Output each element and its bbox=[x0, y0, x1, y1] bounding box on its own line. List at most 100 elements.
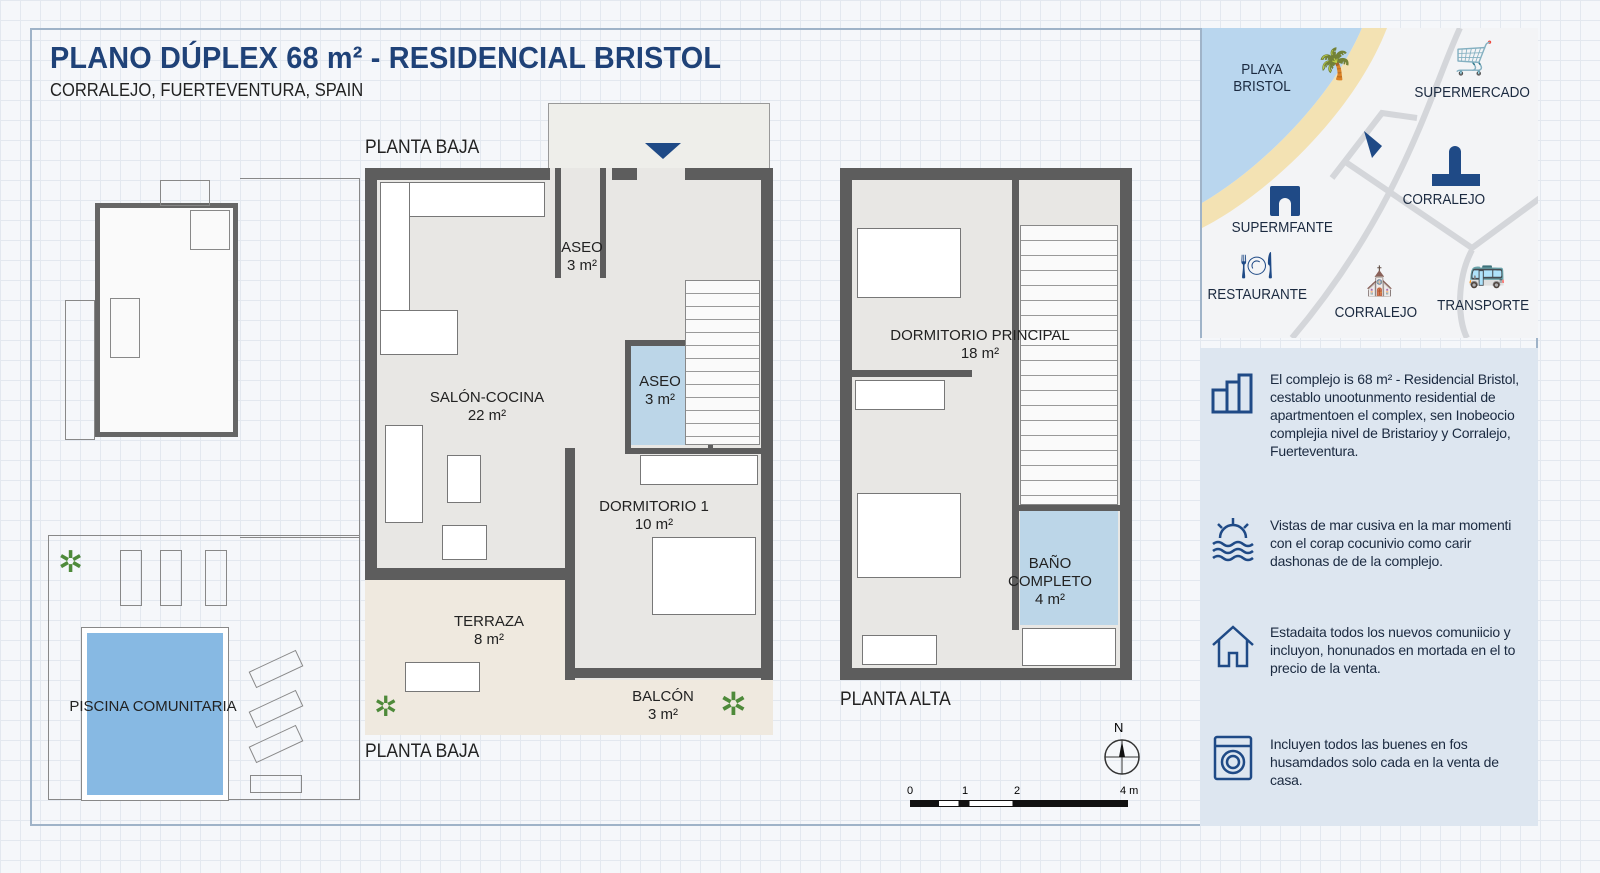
map-label-transport: TRANSPORTE bbox=[1437, 297, 1530, 314]
sun-lounger bbox=[205, 550, 227, 606]
sea-sunset-icon bbox=[1212, 518, 1254, 562]
map-label-corralejo: CORRALEJO bbox=[1334, 304, 1418, 321]
room-area: 3 m² bbox=[567, 257, 597, 274]
wall bbox=[1012, 505, 1120, 511]
bathroom-floor bbox=[1020, 508, 1118, 625]
wall bbox=[852, 370, 972, 377]
ground-floor-label: PLANTA BAJA bbox=[365, 741, 480, 762]
pool-label: PISCINA COMUNITARIA bbox=[69, 698, 237, 715]
scale-tick: 2 bbox=[1014, 785, 1021, 797]
plant-icon: ✲ bbox=[374, 691, 398, 722]
page-subtitle: CORRALEJO, FUERTEVENTURA, SPAIN bbox=[50, 80, 364, 100]
washing-machine-icon bbox=[1213, 735, 1253, 781]
lighthouse-icon bbox=[1432, 146, 1480, 186]
room-name: BALCÓN bbox=[632, 688, 694, 705]
path bbox=[240, 178, 360, 538]
map-label-corralejo: CORRALEJO bbox=[1402, 191, 1486, 208]
wall bbox=[625, 340, 710, 346]
room-name: SALÓN-COCINA bbox=[429, 389, 545, 406]
room-area: 3 m² bbox=[648, 706, 678, 723]
wall bbox=[625, 448, 761, 454]
room-name: ASEO bbox=[639, 373, 681, 390]
scale-tick: 0 bbox=[907, 785, 914, 797]
room-name: TERRAZA bbox=[453, 613, 525, 630]
room-area: 10 m² bbox=[634, 516, 674, 533]
wall bbox=[565, 448, 575, 680]
neighbor-porch bbox=[160, 180, 210, 206]
map-label-castle: SUPERMFANTE bbox=[1231, 219, 1333, 236]
map-label-restaurant: RESTAURANTE bbox=[1207, 286, 1308, 303]
upper-floor-label: PLANTA ALTA bbox=[840, 689, 951, 710]
staircase bbox=[1020, 225, 1118, 505]
compass-north-label: N bbox=[1114, 720, 1124, 735]
plant-icon: ✲ bbox=[720, 686, 747, 722]
wall bbox=[365, 168, 377, 580]
wall bbox=[555, 168, 561, 278]
room-name: ASEO bbox=[561, 239, 603, 256]
room-name: DORMITORIO PRINCIPAL bbox=[890, 327, 1070, 344]
scale-bar-graphic bbox=[910, 800, 1128, 807]
scale-tick: 4 m bbox=[1120, 785, 1139, 797]
bed bbox=[857, 493, 961, 578]
map-background bbox=[1202, 28, 1538, 338]
scale-tick: 1 bbox=[962, 785, 969, 797]
wall bbox=[612, 168, 637, 180]
restaurant-icon: 🍽 bbox=[1240, 250, 1274, 280]
info-text: Incluyen todos las buenes en fos husamda… bbox=[1270, 736, 1499, 788]
plant-icon: ✲ bbox=[58, 546, 84, 579]
palm-tree-icon: 🌴 bbox=[1316, 48, 1354, 81]
info-panel: El complejo is 68 m² - Residencial Brist… bbox=[1200, 348, 1538, 826]
pool bbox=[81, 627, 229, 801]
bus-icon: 🚌 bbox=[1468, 256, 1506, 289]
page-title: PLANO DÚPLEX 68 m² - RESIDENCIAL BRISTOL bbox=[50, 40, 722, 75]
wall bbox=[600, 168, 606, 278]
bathtub bbox=[1022, 628, 1116, 666]
wardrobe bbox=[855, 380, 945, 410]
terrace-table bbox=[405, 662, 480, 692]
map-label-supermarket: SUPERMERCADO bbox=[1414, 84, 1530, 101]
neighbor-furniture bbox=[190, 210, 230, 250]
ground-floor-label: PLANTA BAJA bbox=[365, 137, 480, 158]
bed bbox=[857, 228, 961, 298]
entrance-arrow-icon bbox=[645, 143, 681, 159]
castle-icon bbox=[1270, 186, 1300, 216]
dining-table bbox=[380, 310, 458, 355]
room-name: DORMITORIO 1 bbox=[599, 498, 709, 515]
coffee-table bbox=[447, 455, 481, 503]
room-name: BAÑO COMPLETO bbox=[1008, 555, 1092, 590]
room-area: 8 m² bbox=[473, 631, 504, 648]
room-area: 22 m² bbox=[467, 407, 507, 424]
info-text: El complejo is 68 m² - Residencial Brist… bbox=[1270, 371, 1519, 459]
location-pointer-icon bbox=[1364, 131, 1382, 158]
wall bbox=[840, 168, 1132, 180]
sun-lounger bbox=[120, 550, 142, 606]
wall bbox=[685, 168, 773, 180]
church-icon: ⛪ bbox=[1362, 266, 1397, 297]
entrance-porch bbox=[548, 103, 770, 171]
room-area: 18 m² bbox=[960, 345, 1000, 362]
sun-lounger bbox=[250, 775, 302, 793]
wall bbox=[1012, 180, 1019, 630]
wall bbox=[365, 168, 550, 180]
room-area: 3 m² bbox=[645, 391, 675, 408]
wall bbox=[761, 168, 773, 680]
shopping-cart-icon: 🛒 bbox=[1454, 40, 1494, 76]
balcony-floor bbox=[565, 680, 773, 735]
neighbor-furniture bbox=[110, 298, 140, 358]
sun-lounger bbox=[160, 550, 182, 606]
sofa bbox=[385, 425, 423, 523]
desk bbox=[862, 635, 937, 665]
bed bbox=[652, 537, 756, 615]
wall bbox=[840, 168, 852, 680]
wardrobe bbox=[640, 455, 758, 485]
staircase bbox=[685, 280, 760, 445]
compass-icon bbox=[1104, 739, 1140, 775]
wall bbox=[365, 568, 575, 580]
room-area: 4 m² bbox=[1035, 591, 1065, 608]
